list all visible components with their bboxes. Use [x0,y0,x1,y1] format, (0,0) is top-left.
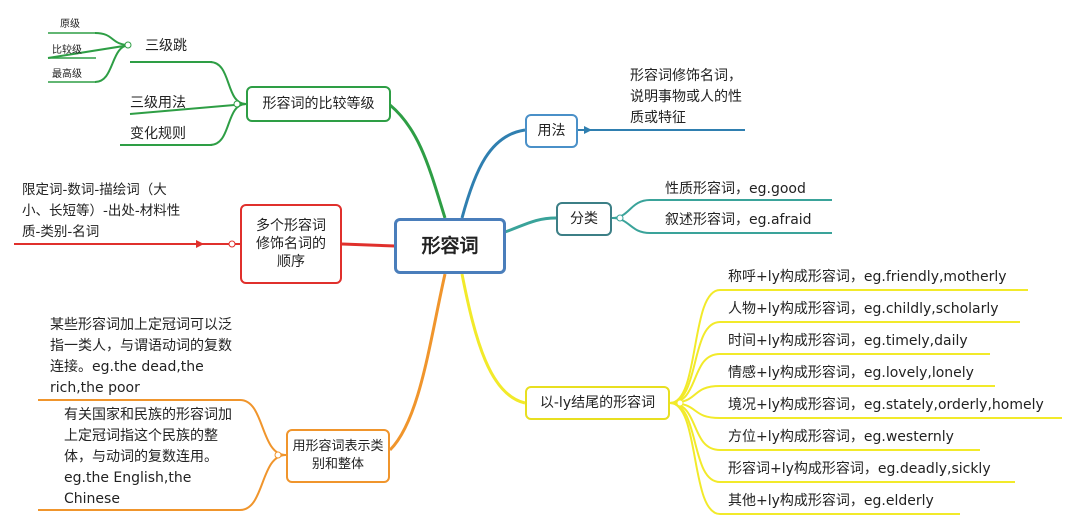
usage-node[interactable]: 用法 [525,114,578,148]
classification-item[interactable]: 性质形容词，eg.good [665,181,806,197]
ly-node[interactable]: 以-ly结尾的形容词 [525,386,670,420]
ly-item[interactable]: 形容词+ly构成形容词，eg.deadly,sickly [728,461,991,477]
order-detail[interactable]: 限定词-数词-描绘词（大小、长短等）-出处-材料性质-类别-名词 [22,182,181,240]
ly-item[interactable]: 情感+ly构成形容词，eg.lovely,lonely [728,365,974,381]
ly-label: 以-ly结尾的形容词 [539,395,656,411]
ly-item[interactable]: 时间+ly构成形容词，eg.timely,daily [728,333,968,349]
usage-detail[interactable]: 形容词修饰名词，说明事物或人的性质或特征 [630,68,742,126]
degree-superlative[interactable]: 最高级 [52,69,82,80]
classification-item[interactable]: 叙述形容词，eg.afraid [665,212,812,228]
ly-item[interactable]: 称呼+ly构成形容词，eg.friendly,motherly [728,269,1007,285]
ly-item[interactable]: 境况+ly构成形容词，eg.stately,orderly,homely [728,397,1044,413]
comparison-label: 形容词的比较等级 [262,96,375,112]
comparison-node[interactable]: 形容词的比较等级 [246,86,391,122]
usage-label: 用法 [537,123,566,139]
class-whole-item[interactable]: 某些形容词加上定冠词可以泛指一类人，与谓语动词的复数连接。eg.the dead… [50,317,232,396]
degree-comparative[interactable]: 比较级 [52,45,82,56]
order-label: 多个形容词修饰名词的顺序 [256,218,326,270]
classification-node[interactable]: 分类 [556,202,612,236]
degree-positive[interactable]: 原级 [60,19,80,30]
center-node[interactable]: 形容词 [394,218,506,274]
class-whole-node[interactable]: 用形容词表示类别和整体 [286,429,390,483]
center-label: 形容词 [421,235,479,257]
ly-item[interactable]: 方位+ly构成形容词，eg.westernly [728,429,954,445]
classification-label: 分类 [570,211,598,227]
three-level-jump[interactable]: 三级跳 [145,38,187,54]
class-whole-item[interactable]: 有关国家和民族的形容词加上定冠词指这个民族的整体，与动词的复数连用。eg.the… [64,407,232,507]
class-whole-label: 用形容词表示类别和整体 [292,439,384,472]
ly-item[interactable]: 其他+ly构成形容词，eg.elderly [728,493,934,509]
ly-item[interactable]: 人物+ly构成形容词，eg.childly,scholarly [728,301,999,317]
change-rules[interactable]: 变化规则 [130,126,186,142]
three-level-usage[interactable]: 三级用法 [130,95,186,111]
order-node[interactable]: 多个形容词修饰名词的顺序 [240,204,342,284]
